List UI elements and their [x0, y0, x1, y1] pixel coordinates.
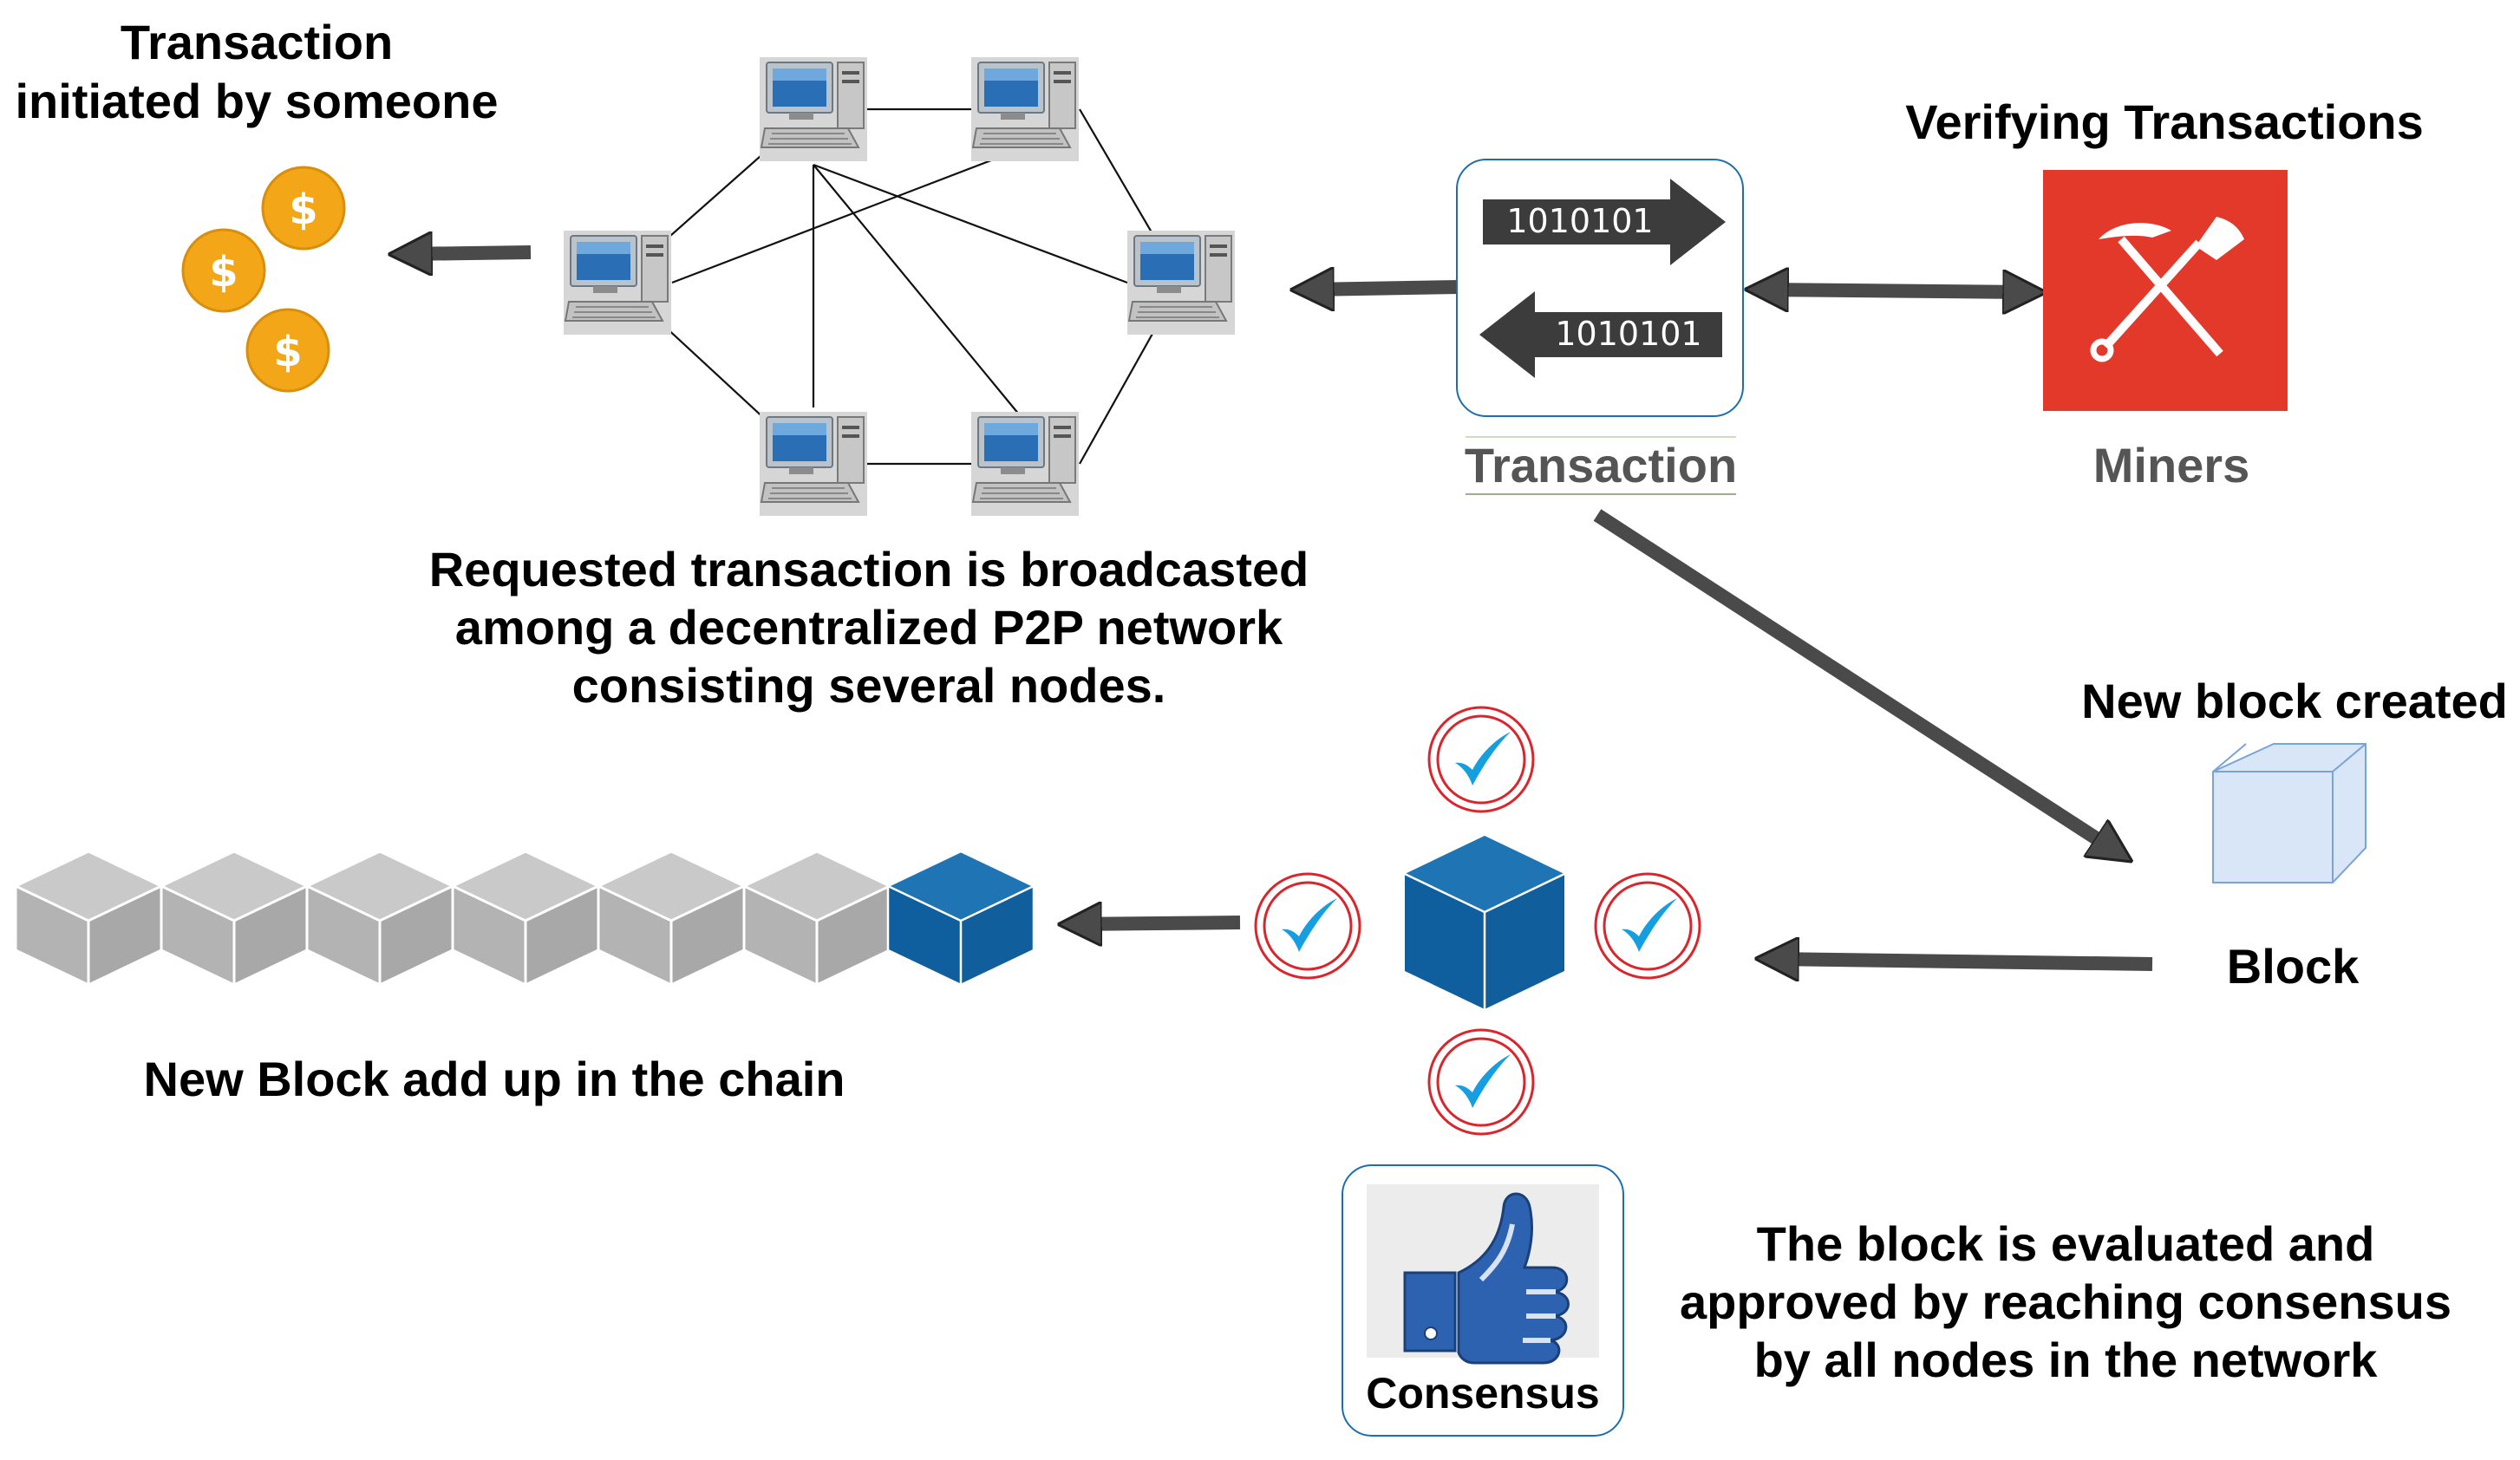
consensus-label: Consensus	[1366, 1369, 1600, 1418]
consensus-block	[1404, 836, 1565, 1009]
tx-initiated-label-line: Transaction	[121, 15, 393, 69]
svg-text:$: $	[289, 186, 317, 234]
arrow-network-to-coins	[406, 252, 532, 254]
tx-initiated-label-line: initiated by someone	[16, 74, 499, 128]
arrow-block-to-consensus	[1772, 959, 2153, 964]
computer-icon	[759, 411, 868, 517]
computer-icon	[970, 411, 1080, 517]
arrow-tx-to-block	[1593, 509, 2118, 852]
chain-block	[160, 850, 309, 987]
thumbs-up-icon	[1367, 1184, 1599, 1365]
arrow-tx-to-network	[1308, 287, 1459, 290]
broadcast-label-line: consisting several nodes.	[572, 658, 1166, 713]
coin-icon: $	[245, 308, 330, 393]
computer-icon	[1126, 230, 1236, 336]
check-icon	[1427, 1028, 1535, 1136]
new-chain-block	[886, 850, 1035, 987]
block-chain	[14, 850, 1035, 987]
check-icon	[1427, 706, 1535, 813]
svg-text:$: $	[273, 328, 302, 376]
arrows	[406, 252, 2153, 964]
approval-label-line: The block is evaluated and	[1757, 1216, 2375, 1271]
coin-icon: $	[181, 228, 266, 313]
computer-icon	[970, 56, 1080, 162]
approval-label-line: by all nodes in the network	[1754, 1333, 2379, 1387]
network-edges	[617, 108, 1182, 466]
coin-icon: $	[261, 166, 346, 251]
broadcast-label-line: among a decentralized P2P network	[455, 600, 1283, 655]
svg-text:1010101: 1010101	[1555, 315, 1701, 353]
approval-label-line: approved by reaching consensus	[1680, 1274, 2451, 1329]
arrow-tx-miners	[1762, 290, 2029, 292]
block-label: Block	[2227, 939, 2360, 994]
binary-arrow-backward: 1010101	[1479, 291, 1722, 378]
chain-label: New Block add up in the chain	[144, 1052, 845, 1106]
svg-text:$: $	[209, 248, 238, 297]
chain-block	[742, 850, 891, 987]
svg-text:1010101: 1010101	[1506, 202, 1653, 240]
verifying-label: Verifying Transactions	[1905, 95, 2424, 149]
computer-icon	[759, 56, 868, 162]
chain-block	[305, 850, 454, 987]
transaction-label: Transaction	[1465, 438, 1737, 492]
transaction-box	[1456, 159, 1744, 417]
chain-block	[597, 850, 746, 987]
broadcast-label-line: Requested transaction is broadcasted	[429, 542, 1309, 596]
binary-arrow-forward: 1010101	[1483, 179, 1726, 265]
check-icon	[1254, 872, 1361, 980]
chain-block	[451, 850, 600, 987]
computer-icon	[563, 230, 672, 336]
miners-label: Miners	[2093, 438, 2250, 492]
cube-icon	[2212, 743, 2367, 883]
chain-block	[14, 850, 163, 987]
pickaxe-shovel-icon	[2043, 170, 2288, 411]
arrow-consensus-to-chain	[1075, 922, 1241, 924]
check-icon	[1594, 872, 1701, 980]
new-block-created-label: New block created	[2081, 674, 2508, 728]
